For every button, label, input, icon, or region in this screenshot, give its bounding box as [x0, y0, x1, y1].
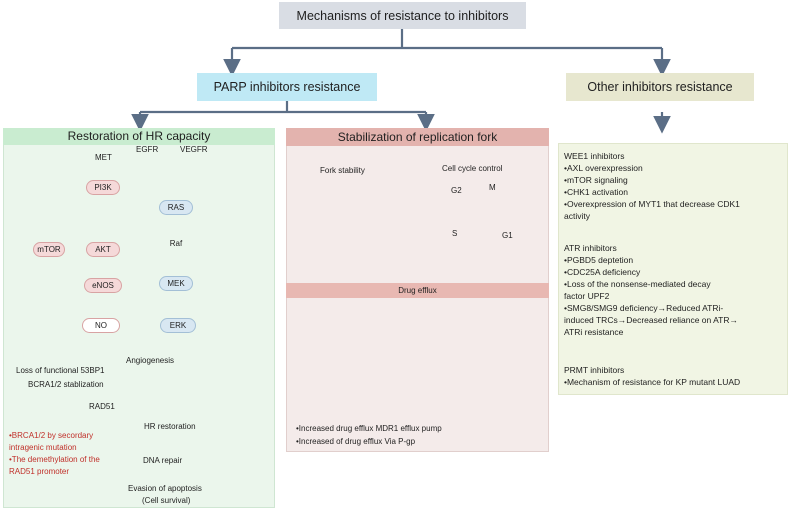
atr-group: ATR inhibitors •PGBD5 deptetion •CDC25A …	[564, 242, 786, 338]
fork-stability-label: Fork stability	[320, 166, 365, 175]
wee1-item: •CHK1 activation	[564, 187, 628, 197]
parp-title-box: PARP inhibitors resistance	[197, 73, 377, 101]
atr-item: •Loss of the nonsense-mediated decay	[564, 279, 711, 289]
atr-item: •SMG8/SMG9 deficiency→Reduced ATRi-	[564, 303, 724, 313]
parp-title: PARP inhibitors resistance	[213, 80, 361, 94]
factor-rad51: RAD51	[89, 402, 115, 411]
wee1-heading: WEE1 inhibitors	[564, 151, 625, 161]
step-evasion-apoptosis: Evasion of apoptosis	[128, 484, 202, 493]
cell-cycle-label: Cell cycle control	[442, 164, 503, 173]
prmt-group: PRMT inhibitors •Mechanism of resistance…	[564, 364, 786, 388]
red-note-line: •BRCA1/2 by secordary	[9, 431, 94, 440]
prmt-heading: PRMT inhibitors	[564, 365, 625, 375]
efflux-note-1: •Increased drug efflux MDR1 efflux pump	[296, 424, 442, 433]
wee1-group: WEE1 inhibitors •AXL overexpression •mTO…	[564, 150, 786, 222]
prmt-item: •Mechanism of resistance for KP mutant L…	[564, 377, 741, 387]
angiogenesis-label: Angiogenesis	[126, 356, 175, 365]
akt-node: AKT	[86, 242, 120, 257]
pi3k-node: PI3K	[86, 180, 120, 195]
atr-item: •PGBD5 deptetion	[564, 255, 634, 265]
factor-53bp1: Loss of functional 53BP1	[16, 366, 105, 375]
wee1-item: activity	[564, 211, 590, 221]
ras-node: RAS	[159, 200, 193, 215]
main-title-box: Mechanisms of resistance to inhibitors	[279, 2, 526, 29]
red-note-line: RAD51 promoter	[9, 467, 70, 476]
red-note-line: •The demethylation of the	[9, 455, 100, 464]
factor-brca-stabilization: BCRA1/2 stablization	[28, 380, 104, 389]
drug-efflux-title: Drug efflux	[286, 283, 549, 298]
red-note-line: intragenic mutation	[9, 443, 77, 452]
atr-item: ATRi resistance	[564, 327, 624, 337]
vegfr-label: VEGFR	[180, 145, 208, 154]
wee1-item: •AXL overexpression	[564, 163, 643, 173]
atr-item: induced TRCs→Decreased reliance on ATR→	[564, 315, 739, 325]
red-notes: •BRCA1/2 by secordary intragenic mutatio…	[9, 430, 100, 478]
phase-m: M	[489, 183, 496, 192]
hr-panel-title: Restoration of HR capacity	[3, 128, 275, 145]
wee1-item: •mTOR signaling	[564, 175, 628, 185]
met-label: MET	[95, 153, 112, 162]
enos-node: eNOS	[84, 278, 122, 293]
other-title-box: Other inhibitors resistance	[566, 73, 754, 101]
mek-node: MEK	[159, 276, 193, 291]
other-panel	[558, 143, 788, 395]
phase-s: S	[452, 229, 458, 238]
other-title: Other inhibitors resistance	[587, 80, 733, 94]
mtor-node: mTOR	[33, 242, 65, 257]
step-cell-survival: (Cell survival)	[142, 496, 191, 505]
step-hr-restoration: HR restoration	[144, 422, 196, 431]
main-title: Mechanisms of resistance to inhibitors	[296, 8, 509, 23]
atr-heading: ATR inhibitors	[564, 243, 617, 253]
erk-node: ERK	[160, 318, 196, 333]
step-dna-repair: DNA repair	[143, 456, 183, 465]
phase-g2: G2	[451, 186, 462, 195]
raf-node: Raf	[169, 239, 183, 248]
egfr-label: EGFR	[136, 145, 159, 154]
atr-item: •CDC25A deficiency	[564, 267, 641, 277]
efflux-note-2: •Increased of drug efflux Via P-gp	[296, 437, 416, 446]
atr-item: factor UPF2	[564, 291, 610, 301]
no-node: NO	[82, 318, 120, 333]
hr-panel	[3, 128, 275, 508]
wee1-item: •Overexpression of MYT1 that decrease CD…	[564, 199, 740, 209]
phase-g1: G1	[502, 231, 513, 240]
fork-panel-title: Stabilization of replication fork	[286, 128, 549, 146]
